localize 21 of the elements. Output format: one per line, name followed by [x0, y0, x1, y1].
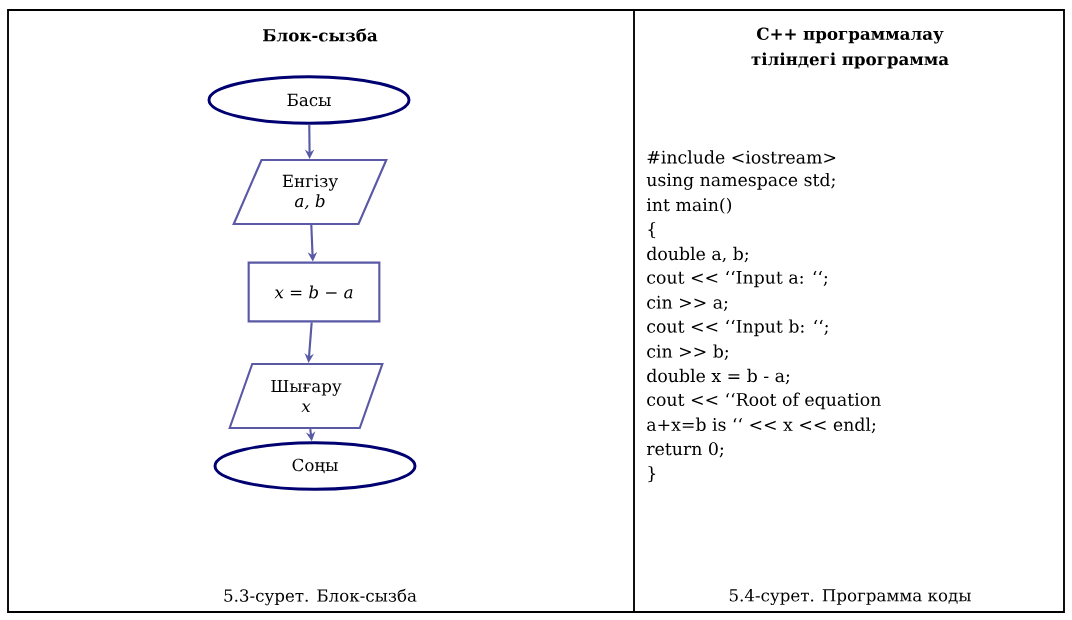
code-line: } [648, 466, 656, 483]
code-line: using namespace std; [646, 172, 835, 190]
figure-caption: 5.3-сурет. Блок-сызба [224, 588, 417, 606]
column-heading: C++ программалау тіліндегі программа [751, 27, 949, 69]
code-line: cout << ‘‘Input b: ‘‘; [647, 319, 828, 337]
code-line: a+x=b is ‘‘ << x << endl; [647, 417, 876, 434]
io-parallelogram: Шығару x [228, 362, 384, 430]
code-line: cout << ‘‘Root of equation [647, 392, 881, 410]
code-line: cin >> b; [647, 344, 728, 360]
code-line: { [648, 222, 656, 239]
code-line: int main() [646, 197, 732, 214]
figure-caption: 5.4-сурет. Программа коды [729, 588, 971, 606]
column-heading: Блок-сызба [263, 28, 378, 42]
code-line: cin >> a; [647, 295, 728, 311]
code-line: cout << ‘‘Input a: ‘‘; [647, 270, 827, 288]
code-line: return 0; [646, 442, 723, 458]
process-box: x = b − a [247, 261, 381, 323]
code-line: double a, b; [647, 246, 748, 263]
io-parallelogram: Енгізу a, b [232, 158, 388, 226]
code-line: double x = b - a; [647, 368, 790, 385]
code-line: #include <iostream> [647, 150, 836, 164]
